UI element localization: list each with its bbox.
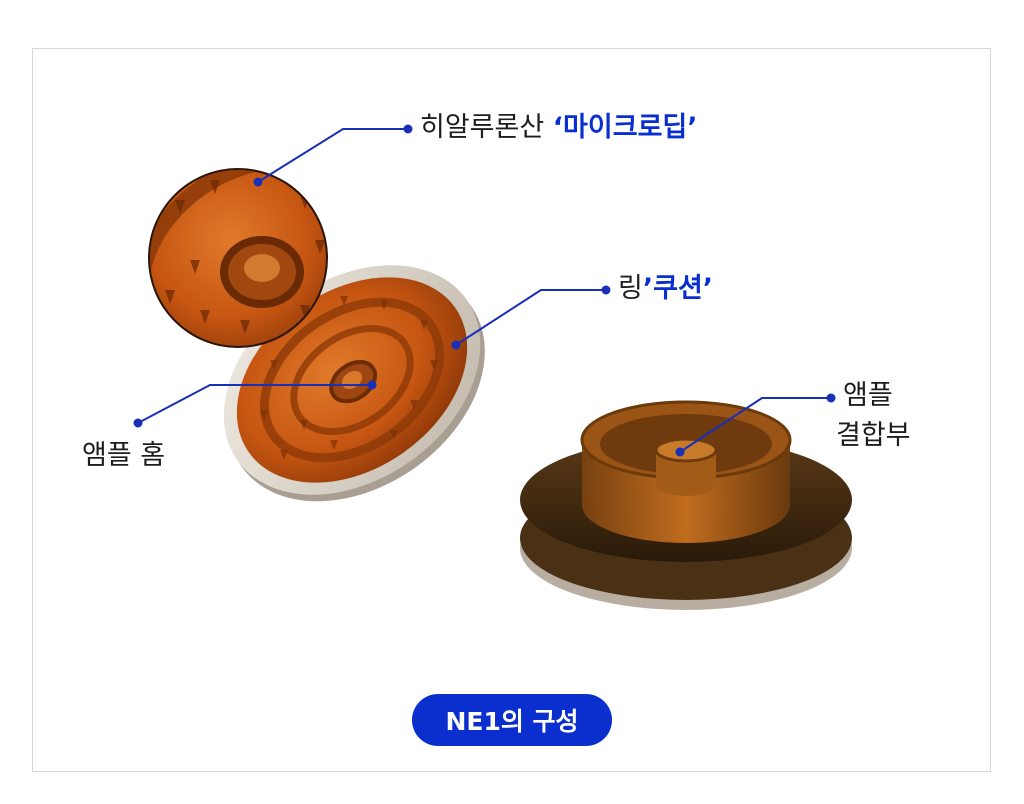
- leader-dots: [133, 124, 836, 457]
- label-microdip: 히알루론산 ‘마이크로딥’: [420, 110, 698, 145]
- label-microdip-prefix: 히알루론산: [420, 112, 545, 143]
- figure-frame: [32, 48, 991, 772]
- leader-lines: [137, 128, 831, 453]
- label-microdip-accent: ‘마이크로딥’: [552, 112, 698, 143]
- leader-microdip: [257, 128, 408, 183]
- leader-ampoule-joint: [679, 397, 831, 453]
- label-ampoule-joint-line2: 결합부: [836, 420, 911, 451]
- label-ampoule-groove: 앰플 홈: [82, 440, 166, 471]
- leader-ampoule-groove: [137, 384, 372, 424]
- label-ampoule-joint: 앰플: [843, 378, 893, 413]
- label-ampoule-joint-line1: 앰플: [843, 380, 893, 411]
- leader-ring: [455, 289, 606, 346]
- label-ring-cushion: 링’쿠션’: [618, 271, 713, 306]
- label-ring-prefix: 링: [618, 273, 643, 304]
- label-ring-accent: ’쿠션’: [642, 273, 714, 304]
- title-badge: NE1의 구성: [412, 694, 612, 746]
- ampoule-joint-piece: [520, 400, 852, 610]
